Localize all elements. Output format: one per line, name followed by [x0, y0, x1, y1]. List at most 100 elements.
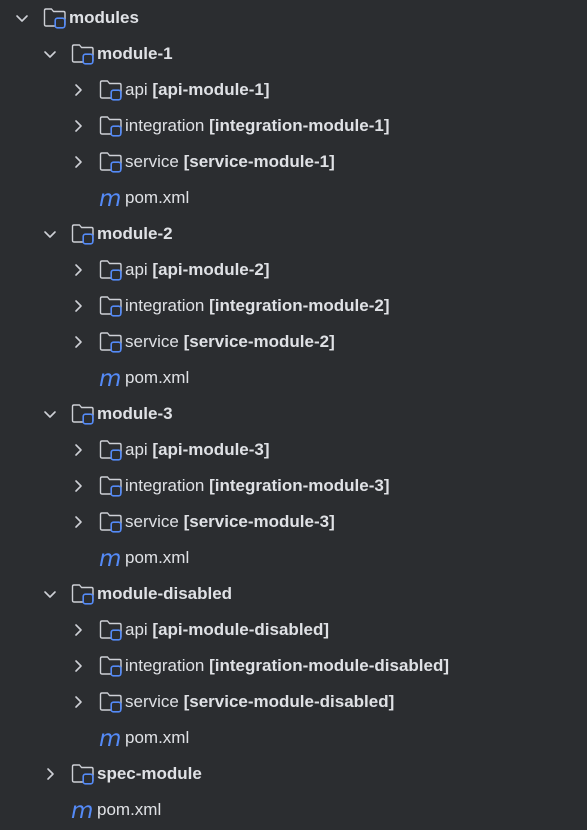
- tree-file-pom[interactable]: m pom.xml: [0, 720, 587, 756]
- module-name-tag: [service-module-1]: [183, 152, 335, 171]
- chevron-right-icon[interactable]: [69, 261, 87, 279]
- module-folder-icon: [99, 619, 123, 641]
- module-folder-icon: [71, 223, 95, 245]
- module-folder-icon: [99, 115, 123, 137]
- tree-node-service[interactable]: service [service-module-1]: [0, 144, 587, 180]
- tree-node-module-2[interactable]: module-2: [0, 216, 587, 252]
- chevron-down-icon-svg[interactable]: [41, 225, 59, 243]
- chevron-right-icon[interactable]: [69, 657, 87, 675]
- module-name-tag: [integration-module-1]: [209, 116, 390, 135]
- chevron-right-icon[interactable]: [69, 333, 87, 351]
- chevron-down-icon[interactable]: [41, 585, 59, 603]
- svg-text:m: m: [99, 726, 121, 752]
- tree-node-api[interactable]: api [api-module-disabled]: [0, 612, 587, 648]
- module-name-tag: [service-module-disabled]: [183, 692, 395, 711]
- chevron-right-icon-svg[interactable]: [69, 333, 87, 351]
- tree-node-integration[interactable]: integration [integration-module-2]: [0, 288, 587, 324]
- tree-node-api[interactable]: api [api-module-2]: [0, 252, 587, 288]
- node-label: integration: [125, 656, 205, 675]
- tree-file-pom[interactable]: m pom.xml: [0, 360, 587, 396]
- maven-pom-icon: m: [70, 795, 96, 825]
- chevron-down-icon[interactable]: [13, 9, 31, 27]
- module-folder-icon: [99, 475, 123, 497]
- node-label: api: [125, 260, 148, 279]
- maven-pom-icon: m: [98, 363, 124, 393]
- tree-node-integration[interactable]: integration [integration-module-disabled…: [0, 648, 587, 684]
- chevron-right-icon-svg[interactable]: [69, 297, 87, 315]
- module-folder-icon: [99, 331, 123, 353]
- module-folder-icon: [99, 295, 123, 317]
- chevron-right-icon[interactable]: [69, 153, 87, 171]
- chevron-right-icon[interactable]: [69, 117, 87, 135]
- tree-node-module-disabled[interactable]: module-disabled: [0, 576, 587, 612]
- svg-text:m: m: [99, 546, 121, 572]
- tree-node-service[interactable]: service [service-module-3]: [0, 504, 587, 540]
- node-label: service: [125, 512, 179, 531]
- chevron-right-icon-svg[interactable]: [69, 81, 87, 99]
- node-label: module-1: [97, 44, 173, 63]
- module-folder-icon: [71, 583, 95, 605]
- chevron-right-icon[interactable]: [69, 477, 87, 495]
- tree-node-integration[interactable]: integration [integration-module-3]: [0, 468, 587, 504]
- tree-file-pom[interactable]: m pom.xml: [0, 180, 587, 216]
- module-name-tag: [api-module-2]: [152, 260, 270, 279]
- chevron-down-icon[interactable]: [41, 405, 59, 423]
- node-label: integration: [125, 116, 205, 135]
- module-name-tag: [integration-module-2]: [209, 296, 390, 315]
- tree-node-integration[interactable]: integration [integration-module-1]: [0, 108, 587, 144]
- node-label: module-3: [97, 404, 173, 423]
- chevron-down-icon-svg[interactable]: [41, 585, 59, 603]
- module-folder-icon: [71, 403, 95, 425]
- module-folder-icon: [71, 763, 95, 785]
- tree-file-pom[interactable]: m pom.xml: [0, 792, 587, 828]
- chevron-right-icon[interactable]: [69, 81, 87, 99]
- tree-node-service[interactable]: service [service-module-disabled]: [0, 684, 587, 720]
- chevron-right-icon[interactable]: [69, 513, 87, 531]
- svg-text:m: m: [99, 186, 121, 212]
- chevron-right-icon-svg[interactable]: [69, 477, 87, 495]
- chevron-right-icon-svg[interactable]: [69, 153, 87, 171]
- chevron-right-icon-svg[interactable]: [69, 657, 87, 675]
- chevron-right-icon[interactable]: [41, 765, 59, 783]
- chevron-right-icon-svg[interactable]: [69, 117, 87, 135]
- chevron-right-icon-svg[interactable]: [69, 693, 87, 711]
- module-name-tag: [integration-module-disabled]: [209, 656, 450, 675]
- tree-node-api[interactable]: api [api-module-1]: [0, 72, 587, 108]
- module-name-tag: [api-module-1]: [152, 80, 270, 99]
- tree-node-service[interactable]: service [service-module-2]: [0, 324, 587, 360]
- chevron-right-icon-svg[interactable]: [69, 621, 87, 639]
- tree-node-api[interactable]: api [api-module-3]: [0, 432, 587, 468]
- node-label: modules: [69, 8, 139, 27]
- chevron-right-icon[interactable]: [69, 297, 87, 315]
- tree-file-pom[interactable]: m pom.xml: [0, 540, 587, 576]
- chevron-right-icon-svg[interactable]: [41, 765, 59, 783]
- chevron-down-icon-svg[interactable]: [13, 9, 31, 27]
- file-label: pom.xml: [97, 800, 162, 819]
- tree-node-modules[interactable]: modules: [0, 0, 587, 36]
- module-folder-icon: [99, 439, 123, 461]
- node-label: module-disabled: [97, 584, 233, 603]
- tree-node-spec-module[interactable]: spec-module: [0, 756, 587, 792]
- chevron-down-icon-svg[interactable]: [41, 45, 59, 63]
- chevron-right-icon-svg[interactable]: [69, 513, 87, 531]
- chevron-right-icon-svg[interactable]: [69, 261, 87, 279]
- node-label: api: [125, 440, 148, 459]
- module-folder-icon: [99, 151, 123, 173]
- file-label: pom.xml: [125, 188, 190, 207]
- chevron-right-icon[interactable]: [69, 441, 87, 459]
- module-name-tag: [api-module-disabled]: [152, 620, 330, 639]
- module-name-tag: [service-module-3]: [183, 512, 335, 531]
- chevron-right-icon[interactable]: [69, 621, 87, 639]
- module-folder-icon: [99, 691, 123, 713]
- chevron-down-icon[interactable]: [41, 45, 59, 63]
- chevron-down-icon[interactable]: [41, 225, 59, 243]
- chevron-right-icon[interactable]: [69, 693, 87, 711]
- tree-node-module-3[interactable]: module-3: [0, 396, 587, 432]
- module-name-tag: [api-module-3]: [152, 440, 270, 459]
- chevron-right-icon-svg[interactable]: [69, 441, 87, 459]
- chevron-down-icon-svg[interactable]: [41, 405, 59, 423]
- module-folder-icon: [99, 79, 123, 101]
- svg-text:m: m: [71, 798, 93, 824]
- tree-node-module-1[interactable]: module-1: [0, 36, 587, 72]
